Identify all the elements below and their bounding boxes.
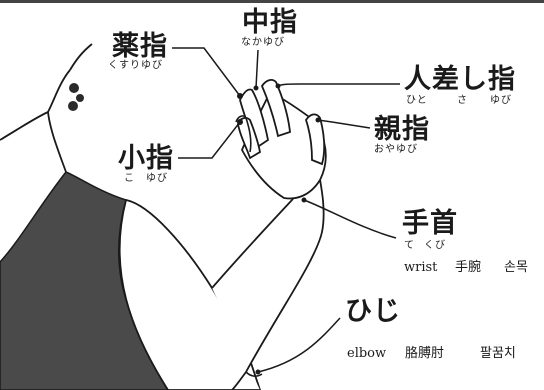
wrist-korean: 손목: [504, 260, 528, 275]
label-ring-finger: 薬指: [112, 31, 168, 62]
leader-index: [277, 83, 400, 87]
elbow-curve: [245, 371, 263, 377]
earring-icon: [68, 83, 84, 111]
finger-little: [235, 115, 252, 153]
label-thumb: 親指: [374, 114, 430, 145]
elbow-chinese: 胳膊肘: [405, 346, 445, 361]
elbow-korean: 팔꿈치: [480, 346, 516, 361]
leader-ring: [172, 47, 241, 97]
finger-ring: [237, 117, 262, 160]
top-border: [0, 0, 544, 3]
reading-thumb: おやゆび: [374, 144, 418, 155]
leader-little: [178, 121, 241, 159]
forearm-shape: [211, 165, 325, 390]
jaw-line: [69, 43, 93, 71]
leader-middle: [255, 49, 259, 89]
leader-wrist: [303, 199, 397, 239]
label-index-finger: 人差し指: [404, 64, 516, 95]
face-outline: [0, 69, 71, 173]
label-elbow: ひじ: [345, 296, 401, 327]
reading-wrist-te: て: [404, 240, 415, 251]
elbow-english: elbow: [347, 346, 387, 361]
reading-middle-finger: なかゆび: [241, 37, 285, 48]
leader-thumb: [317, 119, 371, 129]
leader-elbow: [257, 317, 341, 373]
reading-little-ko: こ: [124, 173, 135, 184]
reading-ring-finger: くすりゆび: [108, 60, 163, 71]
label-little-finger: 小指: [118, 143, 174, 174]
reading-little-yubi: ゆび: [146, 173, 168, 184]
finger-thumb: [305, 113, 326, 166]
reading-index-sa: さ: [457, 95, 468, 106]
wrist-english: wrist: [404, 260, 438, 275]
wrist-chinese: 手腕: [455, 260, 482, 275]
finger-index: [260, 79, 291, 138]
reading-index-hito: ひと: [406, 95, 428, 106]
label-wrist: 手首: [402, 208, 458, 239]
reading-wrist-kubi: くび: [424, 240, 446, 251]
reading-index-yubi: ゆび: [490, 95, 512, 106]
label-middle-finger: 中指: [242, 7, 298, 38]
